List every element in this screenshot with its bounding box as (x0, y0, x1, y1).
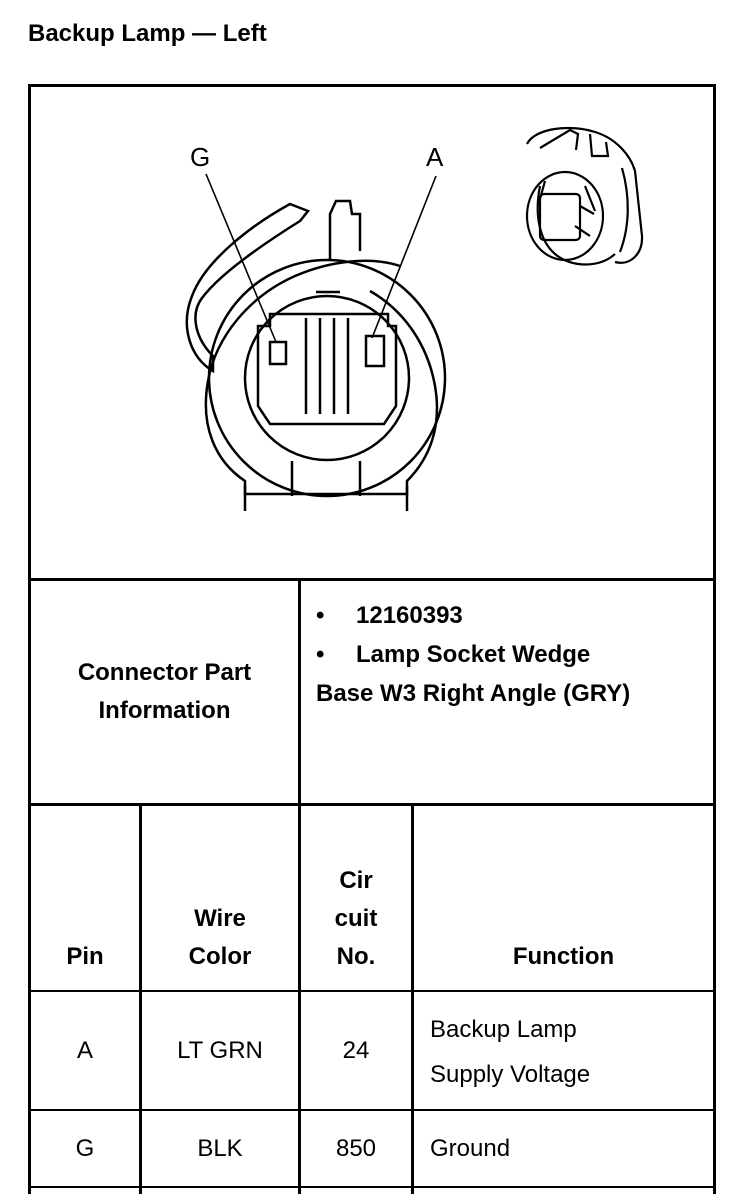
frame-right (713, 84, 716, 1194)
header-circuit-label-3: No. (336, 943, 376, 970)
divider-bottom (28, 1186, 716, 1188)
cell-wire-color: BLK (197, 1134, 243, 1162)
divider-diagram (28, 578, 716, 581)
part-description-continuation: Base W3 Right Angle (GRY) (316, 680, 631, 707)
header-circuit-label-2: cuit (334, 905, 378, 932)
header-function: Function (414, 935, 713, 979)
socket-perspective-view (525, 126, 644, 266)
function-line-2: Supply Voltage (430, 1061, 591, 1088)
function-line-1: Backup Lamp (430, 1016, 577, 1043)
cell-pin: A (76, 1036, 93, 1064)
cell-pin: G (75, 1134, 95, 1162)
header-pin: Pin (31, 935, 139, 979)
cell-function: Backup Lamp Supply Voltage (430, 1007, 590, 1097)
header-circuit: Cir cuit No. (301, 858, 411, 980)
list-item: • 12160393 (316, 596, 630, 635)
header-pin-label: Pin (66, 943, 104, 970)
connector-info-label-line2: Information (98, 697, 231, 724)
header-wire-color: Wire Color (142, 896, 298, 980)
cell-circuit: 850 (335, 1134, 377, 1162)
leader-line-g (205, 173, 277, 343)
list-item: • Lamp Socket Wedge (316, 635, 630, 674)
cell-wire-color: LT GRN (177, 1036, 263, 1064)
bullet-dot: • (316, 602, 325, 629)
connector-info-details: • 12160393 • Lamp Socket Wedge Base W3 Rig… (316, 596, 630, 713)
connector-info-label: Connector Part Information (31, 581, 298, 803)
divider-row1 (28, 1109, 716, 1111)
page-title: Backup Lamp — Left (28, 20, 267, 47)
connector-info-label-line1: Connector Part (77, 659, 252, 686)
leader-line-a (371, 175, 437, 339)
header-circuit-label-1: Cir (339, 867, 373, 894)
pin-label-g: G (190, 142, 211, 172)
divider-info (28, 803, 716, 806)
connector-diagram: G A (30, 86, 714, 580)
cell-circuit: 24 (342, 1036, 370, 1064)
header-wire-label-2: Color (188, 943, 252, 970)
divider-col3 (411, 803, 414, 1194)
bullet-dot: • (316, 641, 325, 668)
cell-function: Ground (430, 1126, 510, 1171)
divider-info-vertical (298, 578, 301, 805)
frame-top (28, 84, 716, 87)
function-line-1: Ground (430, 1135, 511, 1162)
connector-face-drawing (185, 126, 644, 511)
header-wire-label-1: Wire (194, 905, 246, 932)
part-number: 12160393 (356, 602, 463, 629)
frame-left (28, 84, 31, 1194)
part-description: Lamp Socket Wedge (356, 641, 591, 668)
header-function-label: Function (512, 943, 615, 970)
divider-header (28, 990, 716, 992)
divider-col1 (139, 803, 142, 1194)
divider-col2 (298, 803, 301, 1194)
pin-label-a: A (426, 142, 444, 172)
